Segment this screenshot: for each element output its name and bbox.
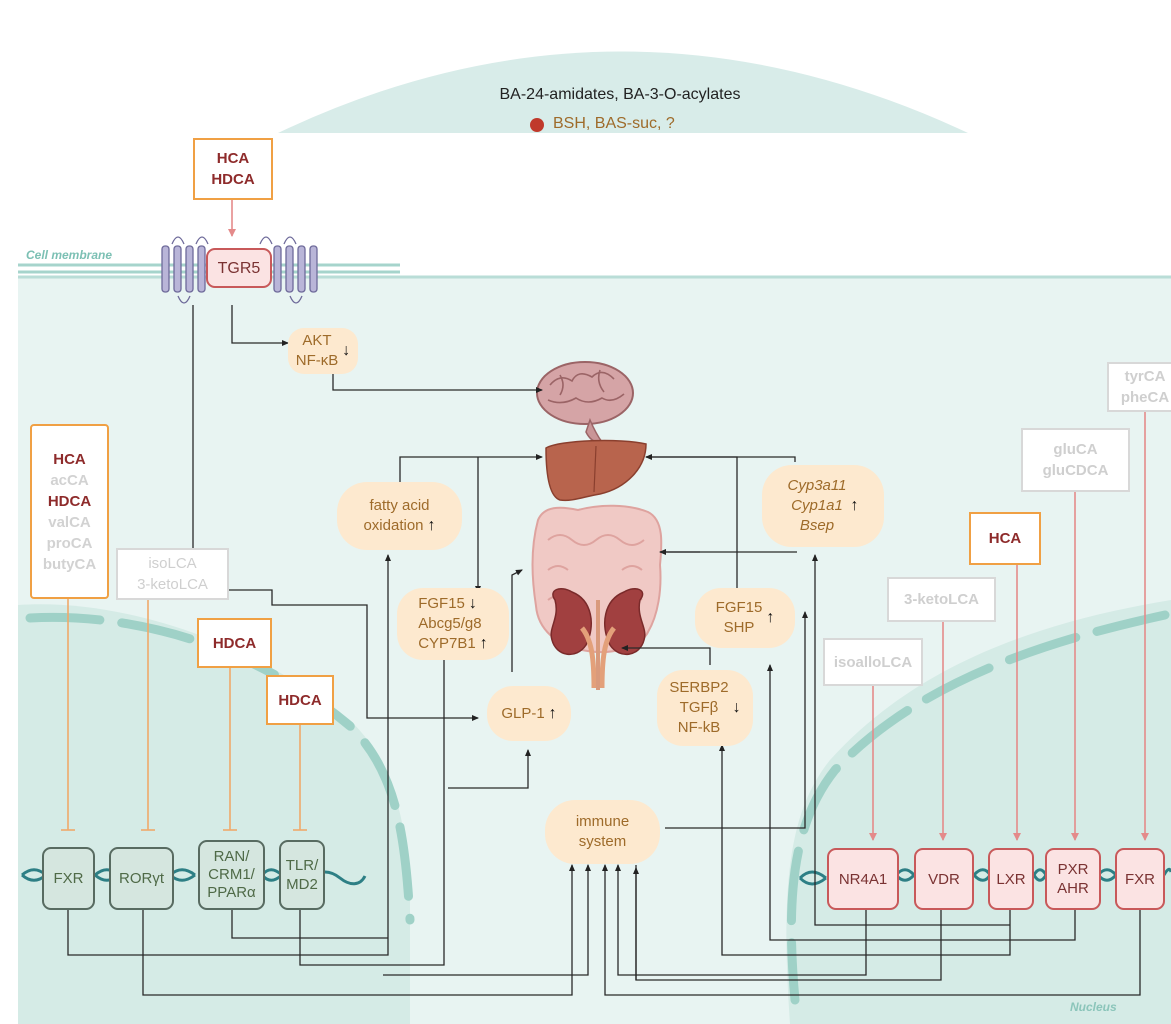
nucleus-left-envelope bbox=[25, 612, 415, 925]
nfkb-label: NF-kB bbox=[677, 719, 721, 736]
receptor-fxr-left: FXR bbox=[42, 847, 95, 910]
enzymes-label: BSH, BAS-suc, ? bbox=[553, 115, 675, 132]
serbp2-label: SERBP2 bbox=[669, 679, 729, 696]
up-arrow-icon: ↑ bbox=[850, 497, 859, 514]
isoallolca-box: isoalloLCA bbox=[823, 638, 923, 686]
signaling-lines bbox=[67, 305, 1141, 996]
receptor-fxr-right: FXR bbox=[1115, 848, 1165, 910]
ligand-isolca: isoLCA bbox=[148, 555, 197, 572]
nfkb-label: NF-κB bbox=[295, 352, 339, 369]
tgr5-transmembrane-icon bbox=[161, 245, 318, 293]
receptor-lxr: LXR bbox=[988, 848, 1034, 910]
bsh-dot-icon bbox=[530, 118, 544, 132]
receptor-vdr: VDR bbox=[914, 848, 974, 910]
ligand-acca: acCA bbox=[50, 471, 89, 489]
cyp1a1-label: Cyp1a1 bbox=[791, 497, 843, 514]
shp-label: SHP bbox=[723, 619, 755, 636]
activation-lines-right bbox=[869, 412, 1149, 841]
cyp3a11-label: Cyp3a11 bbox=[787, 477, 847, 494]
gluca-box: gluCA gluCDCA bbox=[1021, 428, 1130, 492]
nucleus-right-envelope bbox=[786, 610, 1170, 1005]
abcg5-label: Abcg5/g8 bbox=[418, 615, 482, 632]
kidney-icon bbox=[550, 588, 646, 690]
down-arrow-icon: ↓ bbox=[732, 699, 741, 716]
hdca-box-tlr: HDCA bbox=[266, 675, 334, 725]
ligand-hca: HCA bbox=[216, 150, 250, 167]
fatty-acid-label: fatty acid bbox=[369, 497, 430, 514]
up-arrow-icon: ↑ bbox=[479, 635, 488, 652]
brain-icon bbox=[536, 361, 634, 444]
hdca-box-ran: HDCA bbox=[197, 618, 272, 668]
receptor-ran-crm1-ppara: RAN/ CRM1/ PPARα bbox=[198, 840, 265, 910]
ligand-tyrca: tyrCA bbox=[1124, 368, 1166, 385]
up-arrow-icon: ↑ bbox=[548, 704, 557, 722]
ligand-pheca: pheCA bbox=[1120, 389, 1170, 406]
fatty-acid-oxidation-effect: fatty acid oxidation↑ bbox=[337, 482, 462, 550]
hca-box-lxr: HCA bbox=[969, 512, 1041, 565]
fgf15-label: FGF15↓ bbox=[418, 595, 477, 612]
isolca-box: isoLCA 3-ketoLCA bbox=[116, 548, 229, 600]
system-label: system bbox=[578, 833, 627, 850]
akt-nfkb-effect: AKT NF-κB ↓ bbox=[288, 328, 358, 374]
ligand-hdca: HDCA bbox=[211, 171, 255, 188]
ligand-hdca: HDCA bbox=[47, 492, 92, 510]
ligand-gluca: gluCA bbox=[1053, 441, 1098, 458]
nucleus-label: Nucleus bbox=[1070, 1000, 1117, 1014]
tgfb-label: TGFβ bbox=[679, 699, 719, 716]
tgr5-receptor: TGR5 bbox=[206, 248, 272, 288]
inhibition-lines-left bbox=[61, 598, 307, 831]
akt-label: AKT bbox=[302, 332, 332, 349]
oxidation-label: oxidation↑ bbox=[363, 517, 436, 534]
cyp7b1-label: CYP7B1↑ bbox=[418, 635, 488, 652]
receptor-nr4a1: NR4A1 bbox=[827, 848, 899, 910]
ligand-proca: proCA bbox=[46, 534, 93, 552]
immune-system: immune system bbox=[545, 800, 660, 864]
immune-label: immune bbox=[575, 813, 630, 830]
ligand-valca: valCA bbox=[48, 513, 91, 531]
fgf15-abcg5-cyp7b1-effect: FGF15↓ Abcg5/g8 CYP7B1↑ bbox=[397, 588, 509, 660]
up-arrow-icon: ↑ bbox=[766, 609, 775, 626]
bsep-label: Bsep bbox=[799, 517, 835, 534]
3-ketolca-box: 3-ketoLCA bbox=[887, 577, 996, 622]
glp1-effect: GLP-1↑ bbox=[487, 686, 571, 741]
cell-membrane-label: Cell membrane bbox=[26, 248, 113, 262]
extracellular-dome bbox=[278, 51, 968, 133]
ligand-butyca: butyCA bbox=[42, 555, 97, 573]
liver-icon bbox=[545, 439, 647, 502]
extracellular-modifications: BA-24-amidates, BA-3-O-acylates bbox=[499, 86, 741, 103]
receptor-rorgt: RORγt bbox=[109, 847, 174, 910]
tyrca-box: tyrCA pheCA bbox=[1107, 362, 1171, 412]
receptor-pxr-ahr: PXR AHR bbox=[1045, 848, 1101, 910]
fgf15-label: FGF15 bbox=[715, 599, 763, 616]
down-arrow-icon: ↓ bbox=[342, 342, 351, 359]
up-arrow-icon: ↑ bbox=[427, 517, 436, 534]
left-ligand-list: HCA acCA HDCA valCA proCA butyCA bbox=[30, 424, 109, 599]
ligand-hca: HCA bbox=[53, 450, 86, 468]
receptor-tlr-md2: TLR/ MD2 bbox=[279, 840, 325, 910]
membrane-ligand-box: HCA HDCA bbox=[193, 138, 273, 200]
glp1-label: GLP-1 bbox=[501, 704, 545, 722]
ligand-glucdca: gluCDCA bbox=[1042, 462, 1109, 479]
ligand-3-ketolca: 3-ketoLCA bbox=[137, 576, 208, 593]
down-arrow-icon: ↓ bbox=[468, 595, 477, 612]
